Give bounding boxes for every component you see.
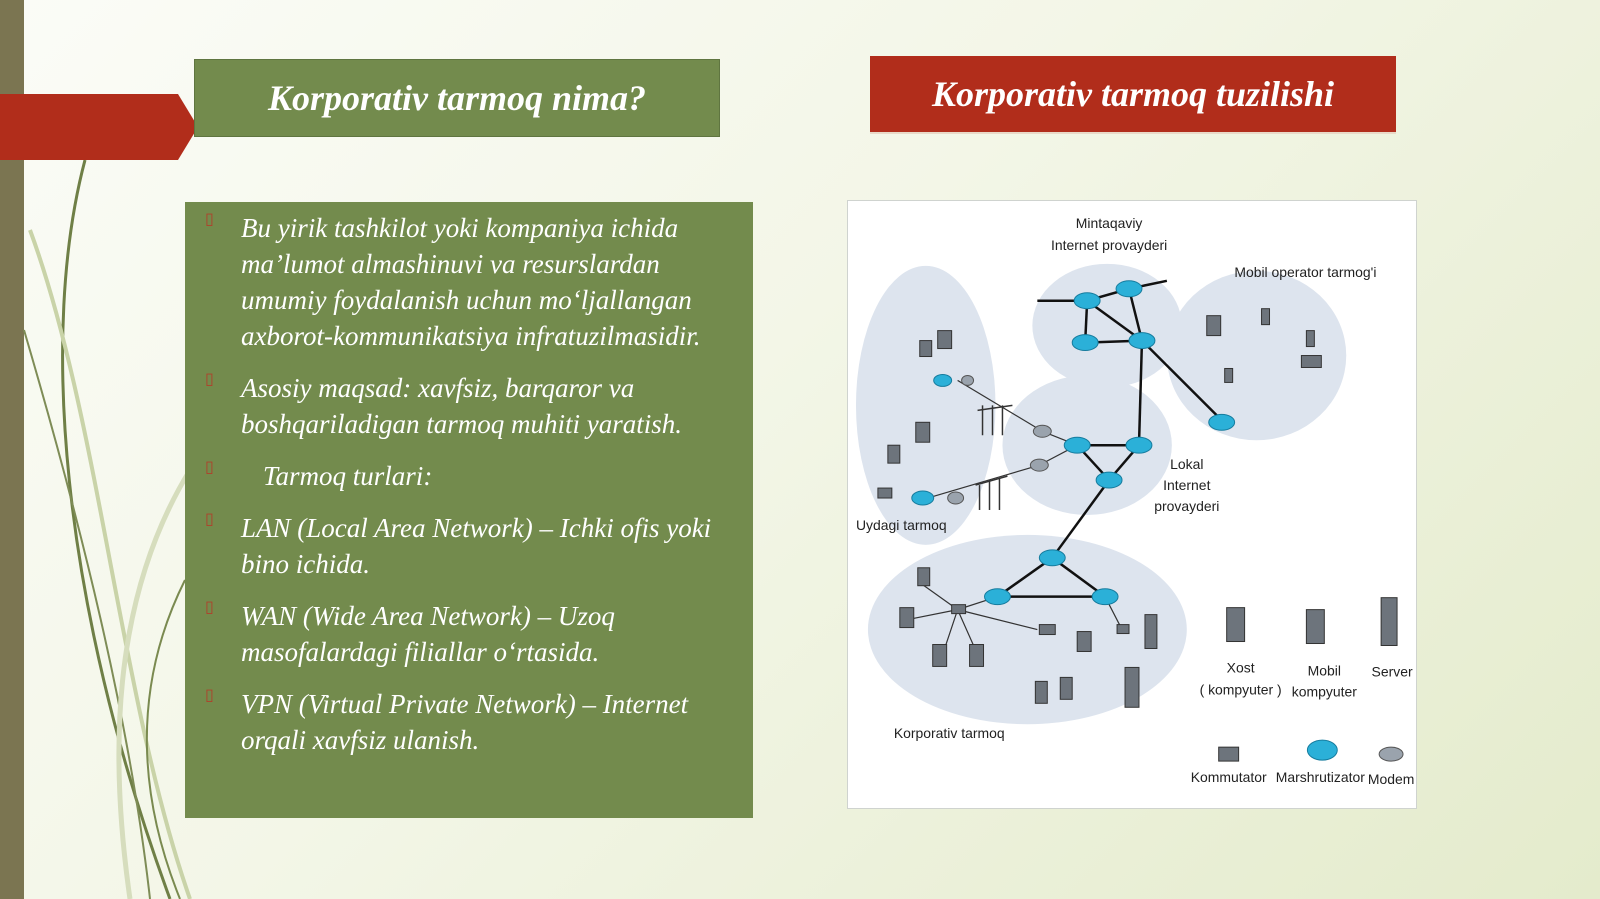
mobile-network-cloud	[1166, 270, 1347, 441]
host-icon	[932, 644, 948, 667]
bullet-text: Asosiy maqsad: xavfsiz, barqaror va bosh…	[241, 373, 683, 439]
local-isp-label: Internet	[1163, 477, 1210, 493]
switch-icon	[951, 604, 967, 615]
router-icon	[1128, 332, 1156, 350]
host-icon	[1034, 680, 1048, 704]
mobile-host-icon	[1305, 330, 1315, 348]
host-icon	[1038, 624, 1056, 636]
legend-server-icon	[1380, 597, 1398, 647]
legend-host-icon	[1226, 607, 1246, 643]
host-icon	[937, 330, 953, 350]
legend-mobile-icon	[1305, 609, 1325, 645]
legend-switch-icon	[1218, 746, 1240, 762]
router-icons	[911, 280, 1338, 761]
bullet-marker-icon: ▯	[205, 511, 214, 528]
router-icon	[1038, 549, 1066, 567]
router-icon	[933, 373, 953, 387]
bullet-marker-icon: ▯	[205, 687, 214, 704]
bullet-marker-icon: ▯	[205, 599, 214, 616]
bullet-marker-icon: ▯	[205, 459, 214, 476]
host-icon	[899, 607, 915, 629]
legend-host-label: ( kompyuter )	[1200, 681, 1282, 697]
mobile-host-icon	[1300, 355, 1322, 368]
legend-router-icon	[1306, 739, 1338, 761]
host-icon	[1059, 676, 1073, 700]
legend-host-label: Xost	[1227, 659, 1255, 675]
red-arrow-tab	[0, 94, 198, 160]
legend-router-label: Marshrutizator	[1276, 769, 1365, 785]
home-network-cloud	[855, 265, 996, 545]
local-isp-label: Lokal	[1170, 456, 1203, 472]
legend-mobile-label: kompyuter	[1292, 683, 1357, 699]
bullet-text: Tarmoq turlari:	[263, 461, 433, 491]
bullet-item: ▯ Tarmoq turlari:	[197, 458, 743, 494]
bullet-item: ▯ Asosiy maqsad: xavfsiz, barqaror va bo…	[197, 370, 743, 442]
host-icon	[887, 444, 901, 464]
switch-icon	[1116, 624, 1130, 635]
mobile-host-icon	[1224, 367, 1234, 383]
modem-icon	[1029, 458, 1049, 472]
mobile-host-icon	[1206, 315, 1222, 337]
bullet-text: Bu yirik tashkilot yoki kompaniya ichida…	[241, 213, 701, 351]
router-icon	[1071, 334, 1099, 352]
left-title: Korporativ tarmoq nima?	[194, 59, 720, 137]
legend-modem-icon	[1378, 746, 1404, 762]
regional-isp-label: Internet provayderi	[1051, 237, 1167, 253]
bullet-item: ▯ LAN (Local Area Network) – Ichki ofis …	[197, 510, 743, 582]
host-icon	[877, 487, 893, 499]
router-icon	[1091, 588, 1119, 606]
legend-server-label: Server	[1372, 663, 1413, 679]
home-network-label: Uydagi tarmoq	[856, 517, 947, 533]
legend-switch-label: Kommutator	[1191, 769, 1267, 785]
bullet-text: LAN (Local Area Network) – Ichki ofis yo…	[241, 513, 712, 579]
host-icon	[1076, 631, 1092, 652]
router-icon	[1073, 292, 1101, 310]
host-icon	[969, 644, 985, 667]
modem-icon	[947, 491, 965, 505]
modem-icon	[1032, 424, 1052, 438]
corporate-network-label: Korporativ tarmoq	[894, 725, 1005, 741]
router-icon	[1095, 471, 1123, 489]
host-icon	[915, 421, 931, 443]
curved-lines-decor	[23, 159, 193, 899]
bullet-text: WAN (Wide Area Network) – Uzoq masofalar…	[241, 601, 615, 667]
router-icon	[1115, 280, 1143, 298]
network-diagram: Mintaqaviy Internet provayderi Mobil ope…	[847, 200, 1417, 809]
router-icon	[1208, 413, 1236, 431]
bullet-text: VPN (Virtual Private Network) – Internet…	[241, 689, 689, 755]
bullet-item: ▯ Bu yirik tashkilot yoki kompaniya ichi…	[197, 210, 743, 354]
router-icon	[1125, 436, 1153, 454]
corporate-network-cloud	[867, 534, 1187, 725]
content-box: ▯ Bu yirik tashkilot yoki kompaniya ichi…	[185, 202, 753, 818]
legend-mobile-label: Mobil	[1308, 662, 1341, 678]
bullet-marker-icon: ▯	[205, 371, 214, 388]
modem-icon	[961, 374, 975, 386]
right-title: Korporativ tarmoq tuzilishi	[870, 56, 1396, 134]
regional-isp-label: Mintaqaviy	[1076, 215, 1143, 231]
bullet-marker-icon: ▯	[205, 211, 214, 228]
bullet-item: ▯ WAN (Wide Area Network) – Uzoq masofal…	[197, 598, 743, 670]
mobile-network-label: Mobil operator tarmog'i	[1234, 264, 1376, 280]
host-icon	[917, 567, 931, 587]
router-icon	[1063, 436, 1091, 454]
legend-modem-label: Modem	[1368, 771, 1414, 787]
router-icon	[911, 490, 935, 506]
host-icon	[919, 340, 933, 358]
bullet-item: ▯ VPN (Virtual Private Network) – Intern…	[197, 686, 743, 758]
router-icon	[984, 588, 1011, 606]
local-isp-label: provayderi	[1154, 498, 1219, 514]
server-icon	[1124, 666, 1140, 708]
server-icon	[1144, 614, 1158, 649]
regional-isp-cloud	[1032, 263, 1182, 388]
mobile-host-icon	[1261, 308, 1271, 326]
